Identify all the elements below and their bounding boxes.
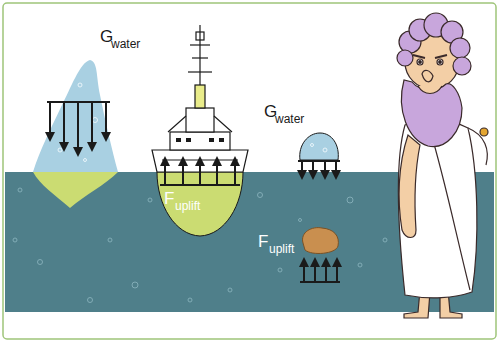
archimedes-figure (397, 13, 488, 318)
force-symbol: F (164, 190, 174, 207)
stone (300, 228, 340, 282)
force-subscript: uplift (175, 200, 200, 212)
force-symbol: F (258, 233, 268, 250)
ship (152, 25, 248, 236)
force-subscript: water (111, 38, 140, 50)
frame (3, 3, 496, 339)
iceberg (33, 60, 118, 208)
force-subscript: water (275, 113, 304, 125)
water-portion (298, 133, 340, 178)
force-subscript: uplift (269, 243, 294, 255)
